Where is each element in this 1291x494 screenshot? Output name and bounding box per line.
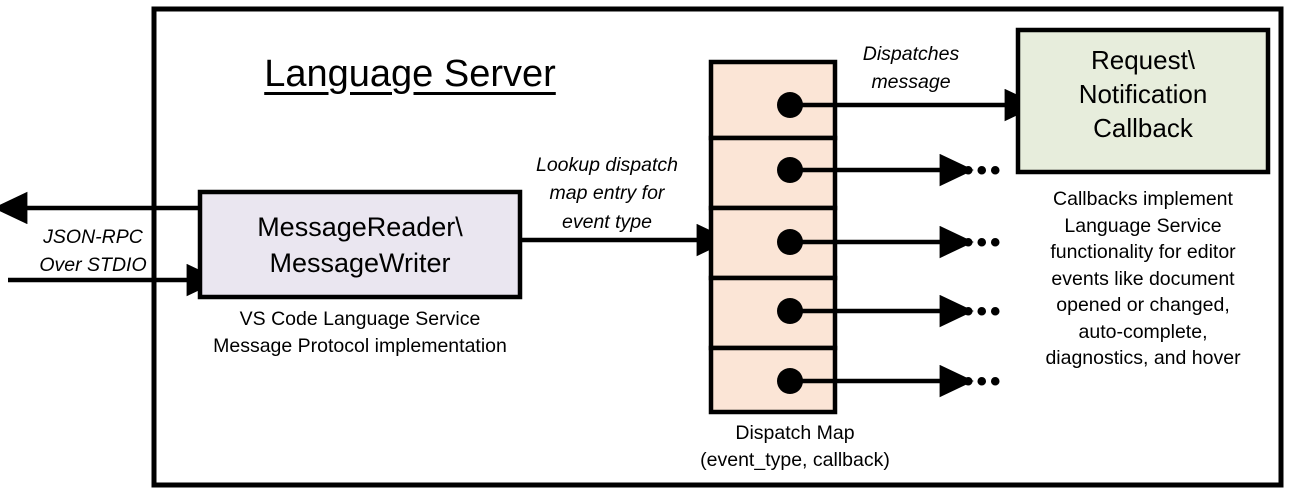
message-reader-writer-box[interactable] — [197, 189, 523, 300]
dispatch-row-2-dot — [777, 157, 803, 183]
lookup-dispatch-label: Lookup dispatch map entry for event type — [535, 154, 679, 233]
dispatch-row-3-dot — [777, 229, 803, 255]
message-reader-writer-caption: VS Code Language Service Message Protoco… — [213, 308, 507, 357]
dispatches-message-label: Dispatches message — [862, 43, 960, 94]
callback-box-caption: Callbacks implement Language Service fun… — [1045, 188, 1241, 370]
dispatch-row-4-ellipsis: ••• — [963, 295, 1004, 328]
dispatch-row-2-ellipsis: ••• — [963, 154, 1004, 187]
dispatch-map-row[interactable] — [708, 59, 838, 141]
dispatch-row-5-dot — [777, 368, 803, 394]
dispatch-row-4-dot — [777, 298, 803, 324]
dispatch-map-caption: Dispatch Map (event_type, callback) — [700, 422, 890, 471]
dispatch-row-3-ellipsis: ••• — [963, 226, 1004, 259]
jsonrpc-channel-label: JSON-RPC Over STDIO — [39, 226, 147, 276]
language-server-boundary — [151, 6, 1284, 488]
dispatch-row-5-ellipsis: ••• — [963, 365, 1004, 398]
request-notification-callback-box[interactable] — [1015, 27, 1271, 175]
dispatch-row-1-dot — [777, 92, 803, 118]
dispatch-map-table[interactable] — [708, 59, 838, 415]
page-title: Language Server — [264, 53, 556, 95]
callback-box-label: Request\ Notification Callback — [1078, 45, 1208, 143]
dispatch-map-row[interactable] — [708, 135, 838, 211]
message-reader-writer-label: MessageReader\ MessageWriter — [257, 212, 463, 278]
